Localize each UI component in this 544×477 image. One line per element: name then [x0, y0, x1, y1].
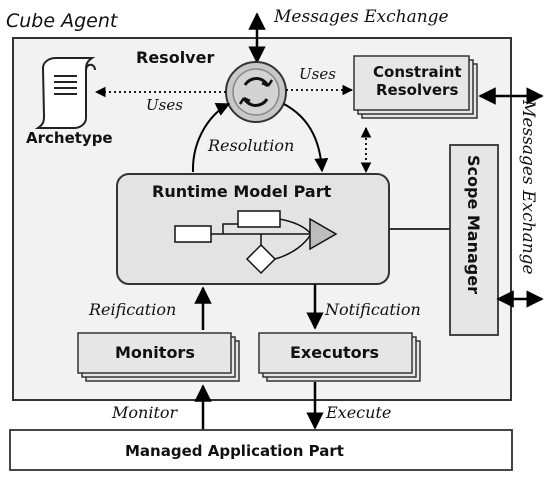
- resolution-down-arrow: [283, 103, 329, 173]
- monitors-label: Monitors: [115, 343, 195, 362]
- executors-label: Executors: [290, 343, 379, 362]
- uses-archetype-label: Uses: [146, 96, 183, 114]
- reification-label: Reification: [88, 300, 176, 319]
- managed-application-label: Managed Application Part: [125, 442, 344, 460]
- cube-agent-title: Cube Agent: [6, 10, 119, 32]
- model-graph-icon: [174, 210, 338, 275]
- monitor-label: Monitor: [111, 403, 179, 422]
- resolution-label: Resolution: [207, 136, 294, 155]
- runtime-model-title: Runtime Model Part: [152, 182, 332, 201]
- scope-manager-label: Scope Manager: [464, 155, 483, 294]
- uses-constraint-label: Uses: [299, 65, 336, 83]
- archetype-scroll-icon: [34, 57, 96, 129]
- execute-label: Execute: [325, 403, 391, 422]
- scope-manager-box: [449, 144, 499, 336]
- refresh-icon: [238, 77, 274, 107]
- resolver-node: [225, 61, 287, 123]
- executors-box: [258, 332, 421, 382]
- managed-application-box: [9, 429, 513, 471]
- notification-label: Notification: [324, 300, 421, 319]
- resolver-label: Resolver: [136, 48, 214, 67]
- monitors-box: [77, 332, 240, 382]
- constraint-resolvers-box: [353, 55, 478, 119]
- resolution-up-arrow: [191, 103, 231, 173]
- constraint-resolvers-label-1: Constraint: [373, 63, 462, 81]
- right-exchange-label: Messages Exchange: [518, 99, 538, 275]
- archetype-label: Archetype: [26, 129, 113, 147]
- constraint-resolvers-label-2: Resolvers: [376, 81, 458, 99]
- top-exchange-label: Messages Exchange: [273, 7, 449, 27]
